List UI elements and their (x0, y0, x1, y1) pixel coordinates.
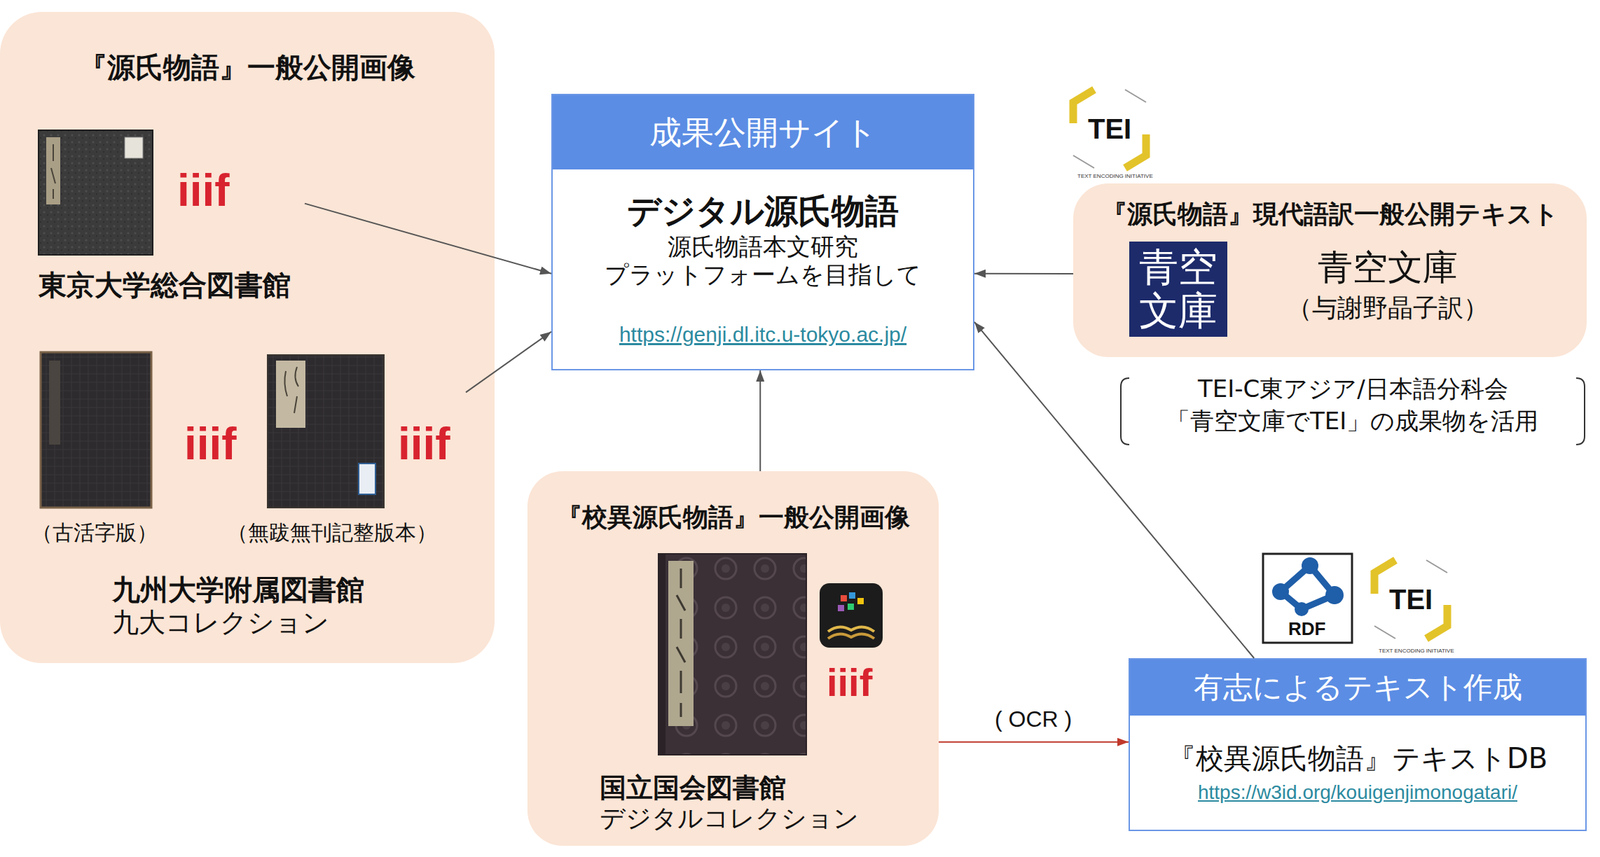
book-cover (267, 355, 384, 508)
database-name: 『校異源氏物語』テキストDB (1129, 741, 1586, 777)
note: 「青空文庫でTEI」の成果物を活用 (1166, 407, 1539, 436)
text-slot: TEI-C東アジア/日本語分科会 (1197, 375, 1509, 403)
tei-logo-subtext: TEXT ENCODING INITIATIVE (1077, 173, 1154, 180)
text-slot: TEI (1389, 583, 1433, 616)
iiif-logo: iiif (397, 418, 451, 471)
rdf-logo-text: RDF (1288, 619, 1326, 641)
connector (465, 332, 552, 393)
translator-note: （与謝野晶子訳） (1275, 292, 1500, 324)
tei-logo (1374, 560, 1448, 639)
text-slot: 『源氏物語』現代語訳一般公開テキスト (1073, 198, 1587, 230)
book-cover (658, 554, 807, 756)
text-slot: 『校異源氏物語』一般公開画像 (527, 501, 939, 534)
text-slot: 有志によるテキスト作成 (1129, 659, 1586, 716)
collection-name: 九大コレクション (112, 606, 365, 641)
book-cover (38, 130, 153, 255)
bracket (1120, 378, 1585, 445)
library-name: 東京大学総合図書館 (38, 267, 302, 303)
text-slot: 国立国会図書館 (599, 771, 880, 806)
text-slot: TEI (1087, 112, 1132, 146)
connector (974, 322, 1254, 659)
site-box: 成果公開サイトデジタル源氏物語源氏物語本文研究 プラットフォームを目指して htt… (551, 93, 975, 371)
connector (304, 203, 552, 274)
text-slot: （古活字版） (17, 519, 172, 547)
text-slot: 青空文庫 (1139, 245, 1218, 333)
connector (974, 273, 1074, 275)
tei-logo (1073, 89, 1147, 169)
book-cover (40, 352, 152, 508)
text-slot: デジタル源氏物語 (552, 189, 974, 232)
source-panel: 『源氏物語』一般公開画像東京大学総合図書館 （古活字版） （無跋無刊記整版本） 九州大… (0, 11, 495, 664)
aozora-logo: 青空文庫 (1129, 241, 1228, 337)
text-slot: 九州大学附属図書館 (112, 572, 379, 608)
connector (938, 741, 1129, 744)
url: https://w3id.org/kouigenjimonogatari/ (1129, 780, 1586, 805)
iiif-logo: iiif (184, 418, 237, 471)
text-slot: https://genji.dl.itc.u-tokyo.ac.jp/ (552, 321, 974, 349)
text-slot: 青空文庫 (1282, 245, 1493, 291)
text-slot: （与謝野晶子訳） (1275, 292, 1500, 324)
panel-title: 『校異源氏物語』一般公開画像 (527, 501, 939, 534)
edition-label: （古活字版） (17, 519, 172, 547)
panel-title: 『源氏物語』現代語訳一般公開テキスト (1073, 198, 1587, 230)
text-slot: 成果公開サイト (552, 95, 974, 170)
collection-name: デジタルコレクション (599, 803, 894, 834)
text-slot: 東京大学総合図書館 (38, 267, 302, 303)
text-slot: （無跋無刊記整版本） (216, 519, 448, 547)
edge-label: ( OCR ) (990, 706, 1077, 733)
site-subtitle: 源氏物語本文研究 プラットフォームを目指して (594, 232, 931, 289)
text-slot: iiif (397, 418, 451, 471)
text-slot: 「青空文庫でTEI」の成果物を活用 (1166, 407, 1539, 436)
tei-logo-subtext: TEXT ENCODING INITIATIVE (1378, 647, 1455, 655)
text-slot: 源氏物語本文研究 プラットフォームを目指して (594, 232, 931, 289)
text-slot: iiif (826, 660, 873, 706)
box-header: 成果公開サイト (552, 95, 974, 170)
text-slot: 『源氏物語』一般公開画像 (0, 49, 495, 85)
text-slot: 『校異源氏物語』テキストDB (1129, 741, 1586, 777)
text-slot: 九大コレクション (112, 606, 365, 641)
database-box: 有志によるテキスト作成『校異源氏物語』テキストDB https://w3id.or… (1128, 658, 1587, 832)
tei-logo-text: TEI (1389, 583, 1433, 616)
app-icon (819, 583, 883, 648)
text-slot: TEXT ENCODING INITIATIVE (1077, 173, 1154, 180)
text-slot: ( OCR ) (990, 706, 1077, 733)
iiif-logo: iiif (177, 165, 230, 218)
panel-title: 『源氏物語』一般公開画像 (0, 49, 495, 85)
tei-logo-text: TEI (1087, 112, 1132, 146)
rdf-logo (1263, 554, 1353, 644)
note: TEI-C東アジア/日本語分科会 (1197, 375, 1509, 403)
text-slot: RDF (1288, 619, 1326, 641)
logo-text: 青空文庫 (1139, 245, 1218, 333)
text-slot: デジタルコレクション (599, 803, 894, 834)
text-slot: iiif (177, 165, 230, 218)
iiif-logo: iiif (826, 660, 873, 706)
text-panel: 『源氏物語』現代語訳一般公開テキスト青空文庫（与謝野晶子訳）青空文庫 (1073, 183, 1587, 358)
library-name: 国立国会図書館 (599, 771, 880, 806)
source-name: 青空文庫 (1282, 245, 1493, 291)
url: https://genji.dl.itc.u-tokyo.ac.jp/ (552, 321, 974, 349)
box-header: 有志によるテキスト作成 (1129, 659, 1586, 716)
site-title: デジタル源氏物語 (552, 189, 974, 232)
text-slot: iiif (184, 418, 237, 471)
library-group: （古活字版） （無跋無刊記整版本） 九州大学附属図書館九大コレクション (17, 343, 466, 652)
source-panel: 『校異源氏物語』一般公開画像国立国会図書館デジタルコレクション (527, 471, 939, 847)
text-slot: https://w3id.org/kouigenjimonogatari/ (1129, 780, 1586, 805)
text-slot: TEXT ENCODING INITIATIVE (1378, 647, 1455, 655)
library-group: 東京大学総合図書館 (35, 124, 305, 309)
connector (759, 370, 761, 472)
library-name: 九州大学附属図書館 (112, 572, 379, 608)
edition-label: （無跋無刊記整版本） (216, 519, 448, 547)
